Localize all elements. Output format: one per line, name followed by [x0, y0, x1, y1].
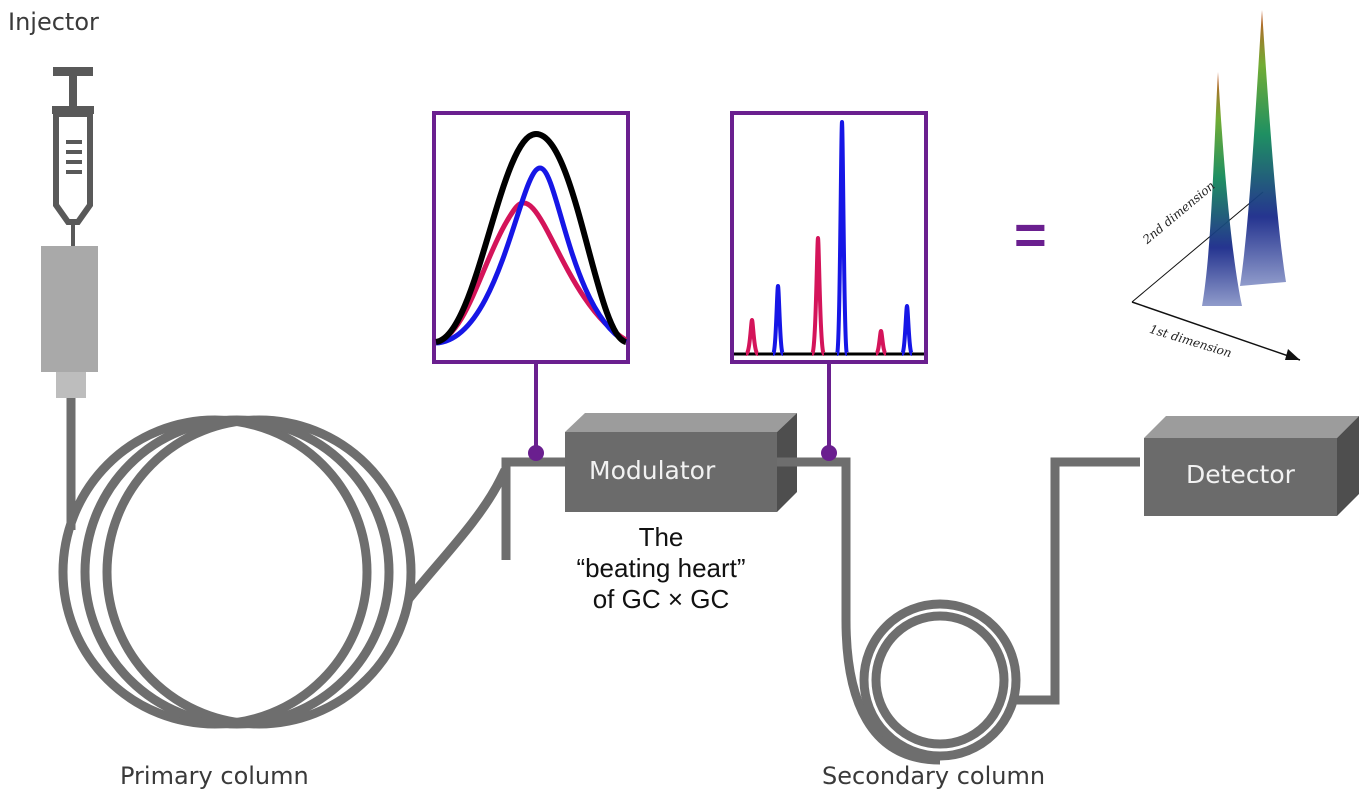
axis-1st — [1131, 301, 1301, 361]
caption-line-2: “beating heart” — [576, 553, 746, 583]
inlet-connector — [528, 362, 544, 461]
caption-line-3: of GC × GC — [592, 584, 730, 614]
peak-blue — [435, 165, 628, 346]
caption-line-1: The — [638, 522, 684, 552]
modulator-box — [565, 413, 797, 512]
equals-sign: = — [1014, 203, 1047, 266]
modulator-label: Modulator — [589, 456, 716, 485]
outlet-chromatogram — [730, 111, 928, 364]
peak-black — [434, 130, 628, 345]
detector-box — [1144, 416, 1359, 516]
surface-peak-2 — [1240, 10, 1286, 286]
surface-peak-1 — [1202, 72, 1242, 306]
secondary-column-label: Secondary column — [822, 762, 1046, 790]
primary-column-label: Primary column — [120, 762, 309, 790]
injector-port — [41, 246, 98, 398]
inlet-chromatogram — [432, 111, 630, 364]
peak-blue-1 — [771, 283, 785, 356]
outlet-connector — [821, 362, 837, 461]
detector-label: Detector — [1186, 460, 1295, 489]
primary-column-coil — [58, 398, 572, 729]
surface-plot — [1131, 10, 1301, 361]
peak-red-2 — [810, 235, 826, 356]
peak-red-1 — [744, 317, 760, 356]
modulator-caption: The “beating heart” of GC × GC — [541, 522, 781, 615]
secondary-column-coil — [777, 457, 1140, 765]
peak-red-3 — [874, 328, 888, 356]
injector-label: Injector — [8, 8, 99, 36]
syringe-icon — [52, 67, 94, 246]
axis-2nd — [1131, 191, 1264, 303]
peak-blue-2 — [835, 119, 849, 356]
peak-blue-3 — [900, 303, 914, 356]
